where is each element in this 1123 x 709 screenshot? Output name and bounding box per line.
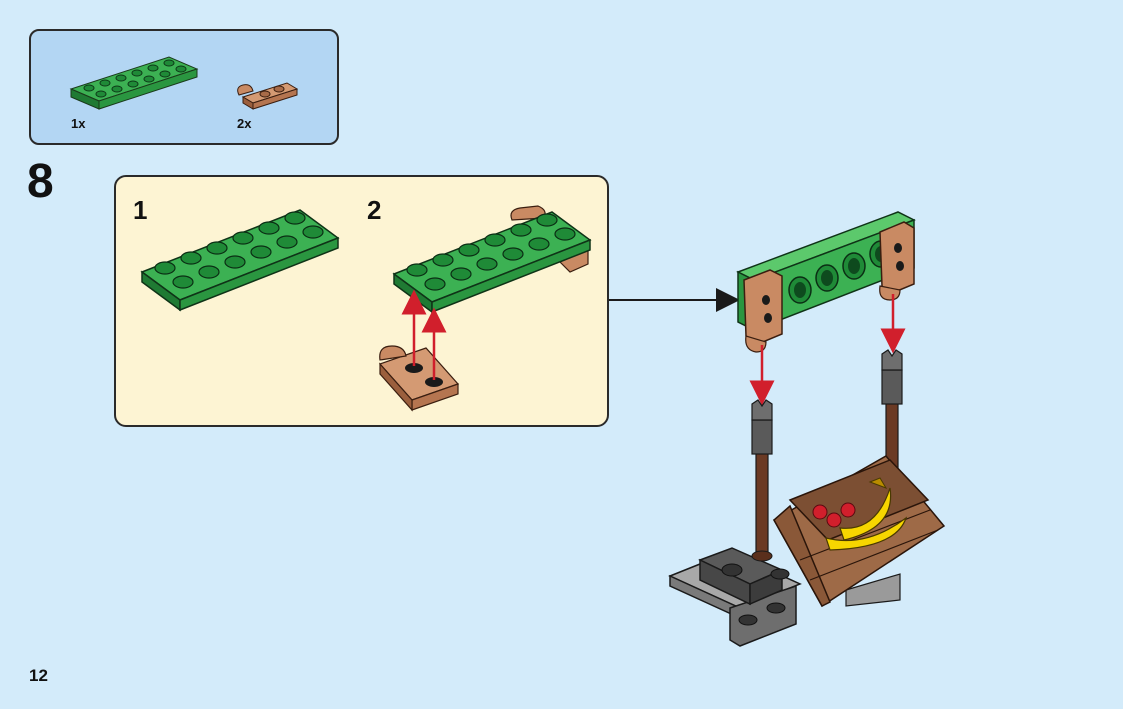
main-stand-assembly: [670, 350, 944, 646]
page-number: 12: [29, 666, 48, 686]
substep-1-green-plate: [142, 210, 338, 310]
substep-2-assembly: [380, 206, 590, 410]
